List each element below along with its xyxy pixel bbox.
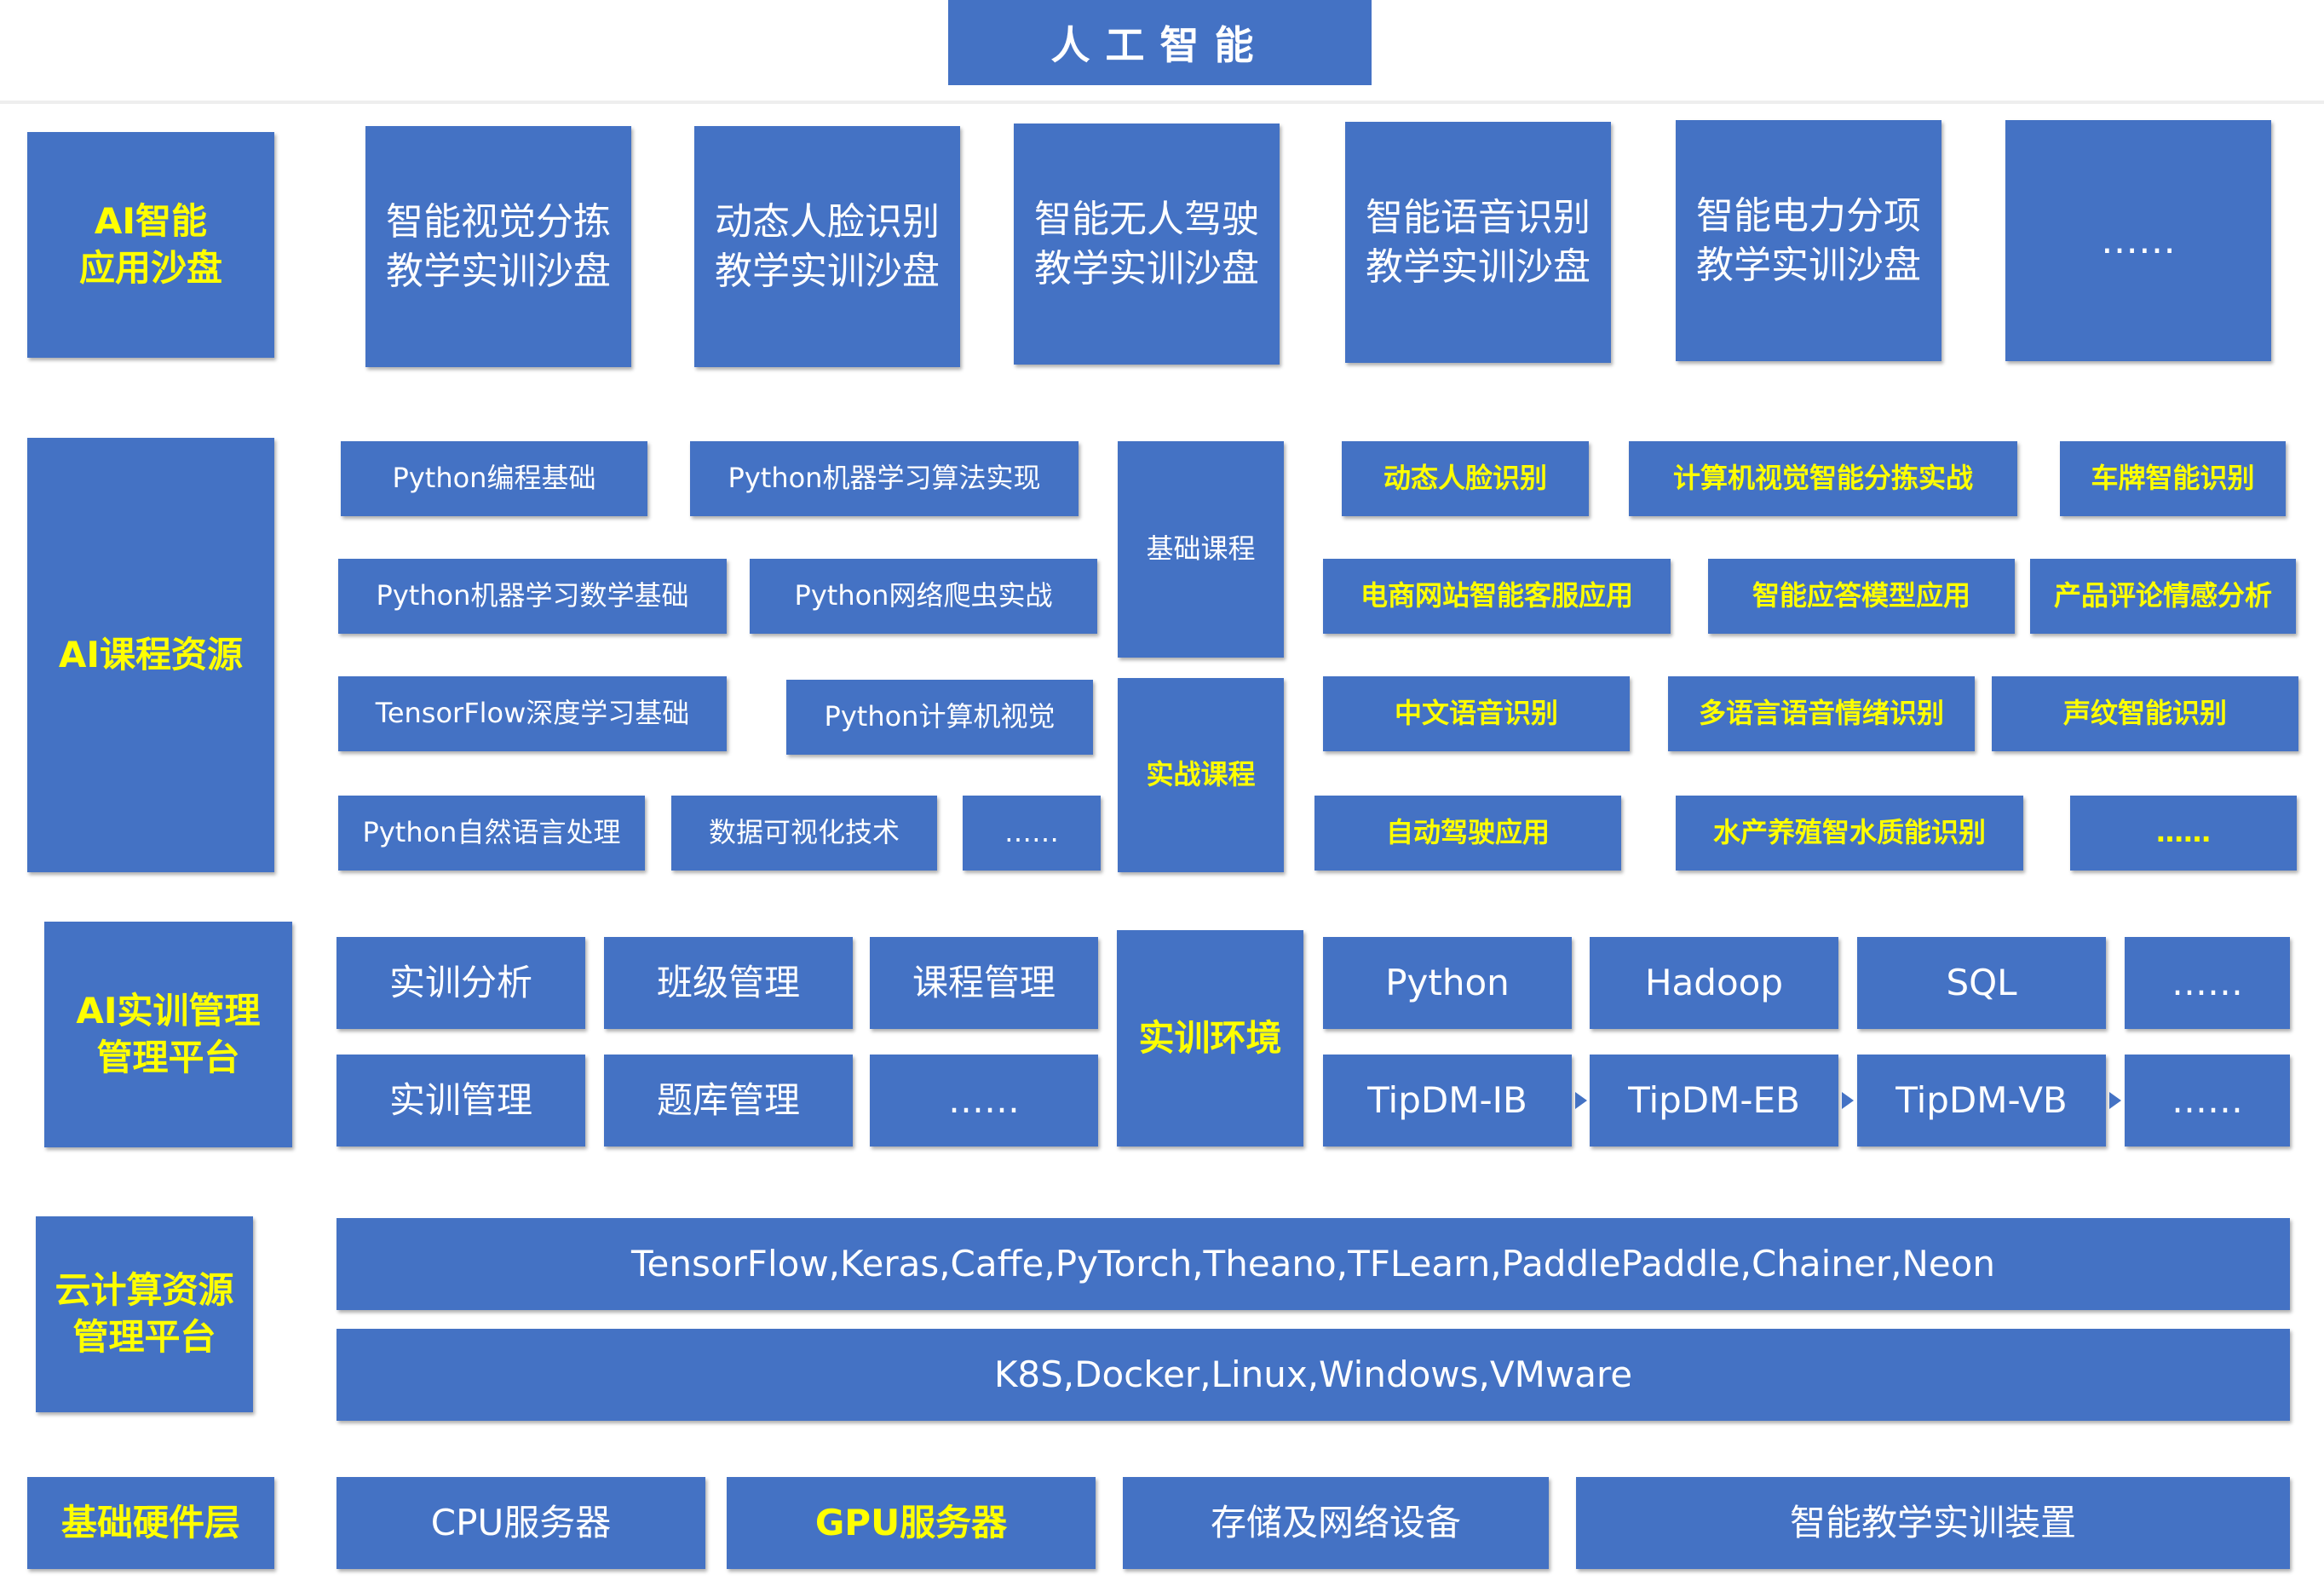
- label-practical-courses: 实战课程: [1118, 678, 1284, 872]
- hardware-storage-network: 存储及网络设备: [1123, 1477, 1549, 1569]
- practical-speech-emotion: 多语言语音情绪识别: [1668, 676, 1975, 751]
- sandbox-more: ……: [2005, 120, 2271, 361]
- course-data-visualization: 数据可视化技术: [671, 796, 937, 871]
- section-hardware: 基础硬件层: [27, 1477, 274, 1569]
- practical-more: ……: [2070, 796, 2297, 871]
- env-tipdm-eb: TipDM-EB: [1590, 1055, 1838, 1147]
- sandbox-face-recognition: 动态人脸识别 教学实训沙盘: [694, 126, 960, 367]
- course-python-ml-algorithms: Python机器学习算法实现: [690, 441, 1079, 516]
- arrow-right-icon: [1842, 1092, 1854, 1109]
- practical-water-quality: 水产养殖智水质能识别: [1676, 796, 2023, 871]
- label-training-environment: 实训环境: [1117, 930, 1303, 1147]
- mgmt-class: 班级管理: [604, 937, 853, 1029]
- course-python-basics: Python编程基础: [341, 441, 647, 516]
- practical-voiceprint: 声纹智能识别: [1992, 676, 2298, 751]
- hardware-training-device: 智能教学实训装置: [1576, 1477, 2290, 1569]
- mgmt-question-bank: 题库管理: [604, 1055, 853, 1147]
- section-sandbox: AI智能 应用沙盘: [27, 132, 274, 358]
- divider: [0, 101, 2324, 104]
- sandbox-power-metering: 智能电力分项 教学实训沙盘: [1676, 120, 1941, 361]
- arrow-right-icon: [1575, 1092, 1587, 1109]
- hardware-cpu-server: CPU服务器: [337, 1477, 705, 1569]
- sandbox-vision-sorting: 智能视觉分拣 教学实训沙盘: [365, 126, 631, 367]
- practical-qa-model: 智能应答模型应用: [1708, 559, 2015, 634]
- mgmt-more: ……: [870, 1055, 1098, 1147]
- course-python-crawler: Python网络爬虫实战: [750, 559, 1097, 634]
- practical-review-sentiment: 产品评论情感分析: [2030, 559, 2296, 634]
- page-title: 人工智能: [948, 0, 1372, 85]
- practical-plate-recognition: 车牌智能识别: [2060, 441, 2286, 516]
- section-cloud: 云计算资源 管理平台: [36, 1216, 253, 1412]
- practical-vision-sorting: 计算机视觉智能分拣实战: [1629, 441, 2017, 516]
- practical-chinese-speech: 中文语音识别: [1323, 676, 1630, 751]
- env-sql: SQL: [1857, 937, 2106, 1029]
- mgmt-training: 实训管理: [337, 1055, 585, 1147]
- practical-ecommerce-chatbot: 电商网站智能客服应用: [1323, 559, 1671, 634]
- cloud-infrastructure: K8S,Docker,Linux,Windows,VMware: [337, 1329, 2290, 1421]
- mgmt-training-analysis: 实训分析: [337, 937, 585, 1029]
- hardware-gpu-server: GPU服务器: [727, 1477, 1096, 1569]
- practical-autonomous-driving: 自动驾驶应用: [1314, 796, 1621, 871]
- arrow-right-icon: [2109, 1092, 2121, 1109]
- sandbox-speech-recognition: 智能语音识别 教学实训沙盘: [1345, 122, 1611, 363]
- course-python-ml-math: Python机器学习数学基础: [338, 559, 727, 634]
- course-python-nlp: Python自然语言处理: [338, 796, 645, 871]
- env-tipdm-ib: TipDM-IB: [1323, 1055, 1572, 1147]
- course-tensorflow-basics: TensorFlow深度学习基础: [338, 676, 727, 751]
- env-more-bottom: ……: [2125, 1055, 2290, 1147]
- section-training: AI实训管理 管理平台: [44, 922, 292, 1147]
- course-python-cv: Python计算机视觉: [786, 680, 1093, 755]
- env-more-top: ……: [2125, 937, 2290, 1029]
- env-hadoop: Hadoop: [1590, 937, 1838, 1029]
- sandbox-autonomous-driving: 智能无人驾驶 教学实训沙盘: [1014, 124, 1280, 365]
- course-basic-more: ……: [963, 796, 1101, 871]
- env-python: Python: [1323, 937, 1572, 1029]
- practical-face-recognition: 动态人脸识别: [1342, 441, 1589, 516]
- env-tipdm-vb: TipDM-VB: [1857, 1055, 2106, 1147]
- mgmt-course: 课程管理: [870, 937, 1098, 1029]
- section-course: AI课程资源: [27, 438, 274, 872]
- cloud-frameworks: TensorFlow,Keras,Caffe,PyTorch,Theano,TF…: [337, 1218, 2290, 1310]
- label-basic-courses: 基础课程: [1118, 441, 1284, 658]
